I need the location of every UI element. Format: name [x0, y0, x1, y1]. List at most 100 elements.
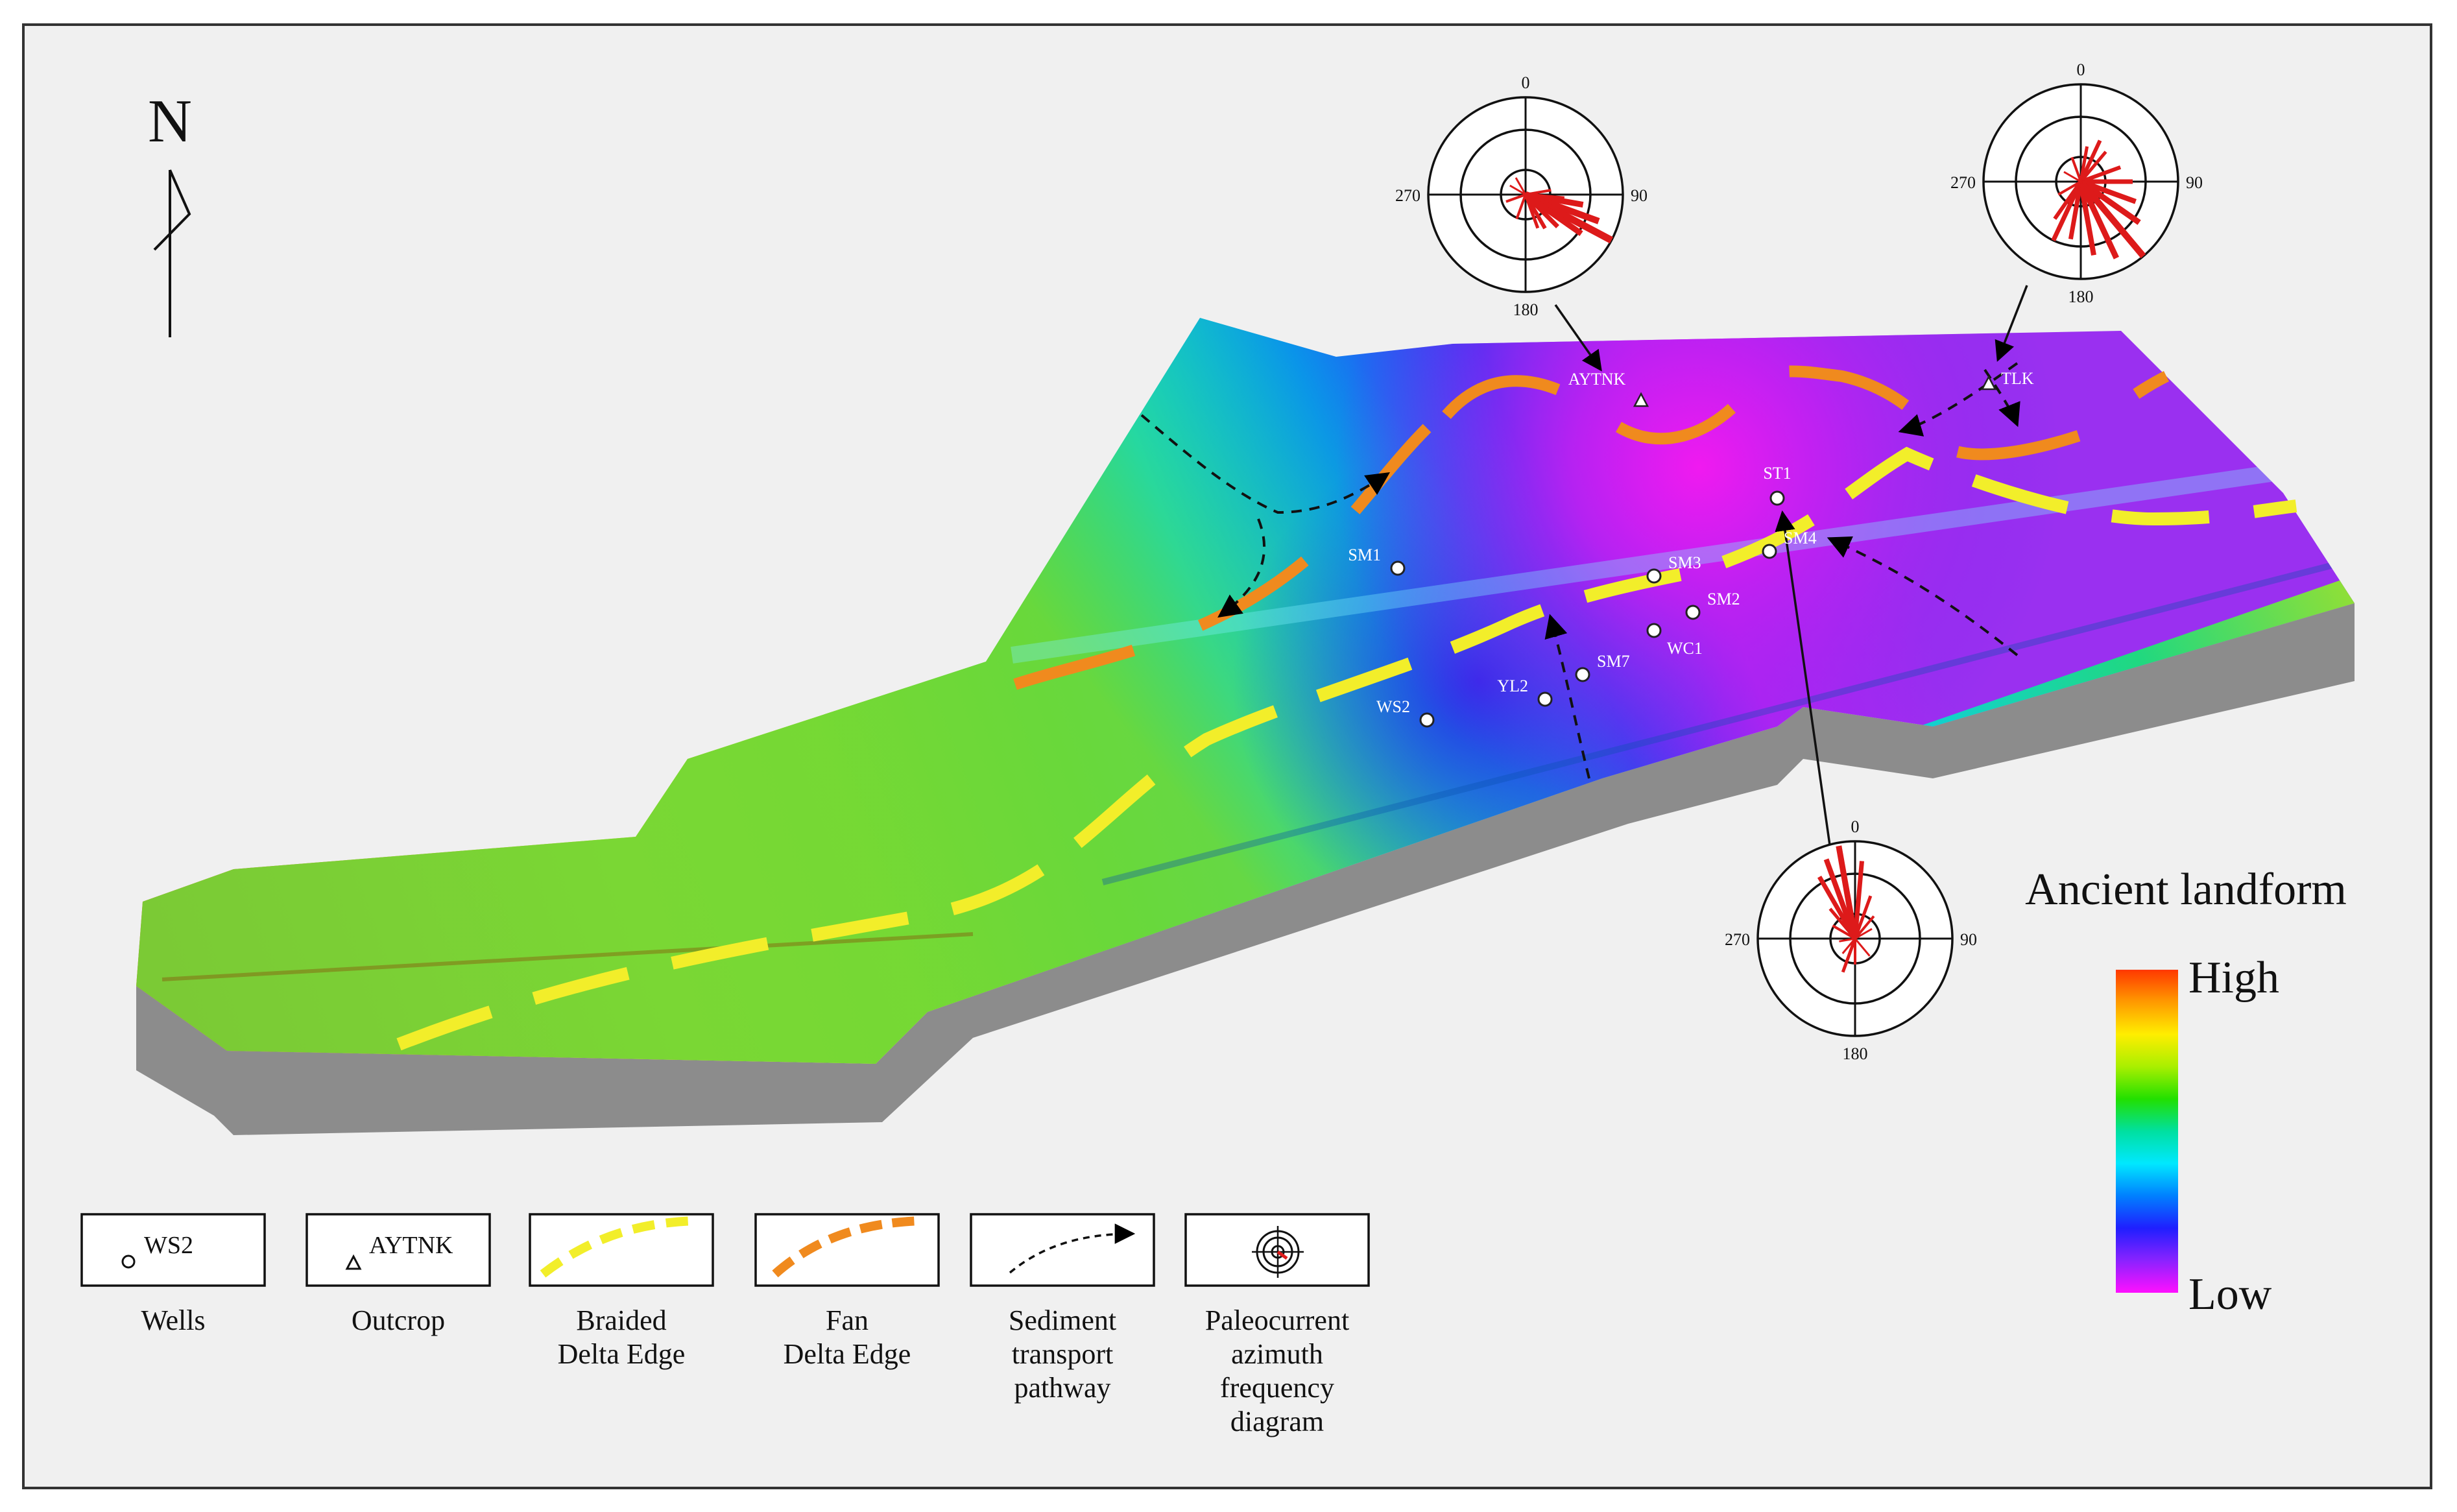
rose-petal — [2079, 139, 2102, 183]
rose-petal — [2057, 180, 2082, 196]
rose-tick-label: 180 — [1843, 1044, 1868, 1063]
legend-caption: Sediment — [1009, 1304, 1116, 1336]
rose-tick-label: 0 — [1522, 73, 1530, 92]
legend-caption: Braided — [576, 1304, 666, 1336]
well-label: WS2 — [1376, 697, 1410, 716]
well-label: YL2 — [1497, 677, 1528, 695]
legend-caption: frequency — [1220, 1372, 1334, 1404]
sediment-transport-arrow — [1827, 536, 2019, 656]
rose-tick-label: 270 — [1950, 173, 1976, 192]
well-sm4: SM4 — [1762, 529, 1817, 559]
sediment-transport-arrow — [1898, 362, 2019, 437]
rose-petal — [1524, 194, 1540, 229]
legend-caption: Fan — [826, 1304, 869, 1336]
legend-swatch-box — [306, 1213, 491, 1287]
well-marker — [1646, 568, 1662, 584]
legend-caption: Outcrop — [352, 1304, 445, 1336]
rose-petal — [1852, 861, 1864, 939]
well-marker — [1769, 490, 1785, 506]
well-st1: ST1 — [1763, 464, 1792, 506]
legend-sample-text: WS2 — [144, 1232, 193, 1259]
legend-swatch-box — [80, 1213, 266, 1287]
rose-tick-label: 180 — [1513, 300, 1539, 319]
rose-leader-line — [1554, 304, 1602, 372]
delta-edges — [396, 365, 2297, 1051]
rose-petal — [1854, 928, 1873, 940]
legend-swatch-box — [529, 1213, 714, 1287]
rose-tick-label: 270 — [1395, 186, 1420, 205]
rose-petal — [1817, 875, 1858, 940]
rose-petal — [2068, 181, 2083, 240]
rose-petal — [1515, 194, 1527, 220]
rose-petal — [2078, 181, 2096, 256]
outcrop-aytnk: AYTNK — [1568, 370, 1649, 407]
outcrop-label: TLK — [2001, 369, 2034, 388]
rose-tick-label: 0 — [2077, 60, 2085, 79]
well-label: SM3 — [1668, 553, 1701, 572]
well-label: SM1 — [1348, 546, 1381, 564]
legend-caption: pathway — [1014, 1372, 1110, 1404]
rose-petal — [2079, 165, 2122, 184]
well-sm3: SM3 — [1646, 553, 1701, 584]
sediment-transport-arrow — [1140, 414, 1390, 514]
outcrop-marker — [1633, 392, 1649, 407]
rose-tick-label: 270 — [1725, 930, 1750, 949]
north-label: N — [148, 88, 192, 155]
well-label: ST1 — [1763, 464, 1791, 483]
outcrop-marker — [1980, 375, 1997, 390]
colorbar-high-label: High — [2188, 953, 2279, 1003]
color-bar: Ancient landform High Low — [2025, 865, 2347, 1319]
well-label: SM7 — [1597, 652, 1630, 671]
legend-sample-text: AYTNK — [369, 1232, 453, 1259]
rose-leader-line — [1775, 510, 1832, 850]
outcrop-tlk: TLK — [1980, 369, 2034, 390]
outcrop-label: AYTNK — [1568, 370, 1626, 389]
rose-petal — [2070, 156, 2082, 182]
rose-petal — [2053, 180, 2083, 221]
rose-petal — [1839, 937, 1856, 942]
well-ws2: WS2 — [1376, 697, 1435, 728]
legend-rose-petal — [1276, 1250, 1288, 1260]
rose-tick-label: 90 — [2186, 173, 2203, 192]
legend-sediment-arrow — [1009, 1223, 1136, 1274]
well-marker — [1762, 544, 1777, 559]
legend-item-outcrop: AYTNK Outcrop — [306, 1213, 491, 1336]
legend-caption: transport — [1012, 1338, 1113, 1370]
rose-petal — [2063, 171, 2081, 183]
well-marker — [1685, 605, 1701, 620]
well-wc1: WC1 — [1646, 623, 1703, 658]
well-sm2: SM2 — [1685, 590, 1740, 620]
rose-leader-line — [1995, 285, 2028, 362]
rose-petal — [1505, 193, 1526, 203]
rose-petal — [1854, 915, 1875, 940]
model-base — [136, 603, 2355, 1135]
well-sm7: SM7 — [1575, 652, 1630, 682]
rose-petal — [1841, 938, 1857, 973]
rose-petal — [1836, 845, 1858, 939]
rose-petal — [2078, 180, 2119, 259]
rose-petal — [1525, 193, 1565, 200]
legend-swatch-box — [970, 1213, 1155, 1287]
well-label: WC1 — [1667, 639, 1703, 658]
rose-petal — [1524, 193, 1559, 228]
rose-petal — [1525, 189, 1552, 196]
well-marker — [1575, 667, 1590, 682]
well-marker — [1646, 623, 1662, 638]
colorbar-title: Ancient landform — [2025, 865, 2347, 915]
rose-tick-label: 90 — [1960, 930, 1977, 949]
well-label: SM2 — [1707, 590, 1740, 608]
fan-delta-edge — [1013, 424, 1432, 690]
well-marker — [1390, 560, 1406, 576]
fan-delta-edge — [1442, 365, 2170, 461]
